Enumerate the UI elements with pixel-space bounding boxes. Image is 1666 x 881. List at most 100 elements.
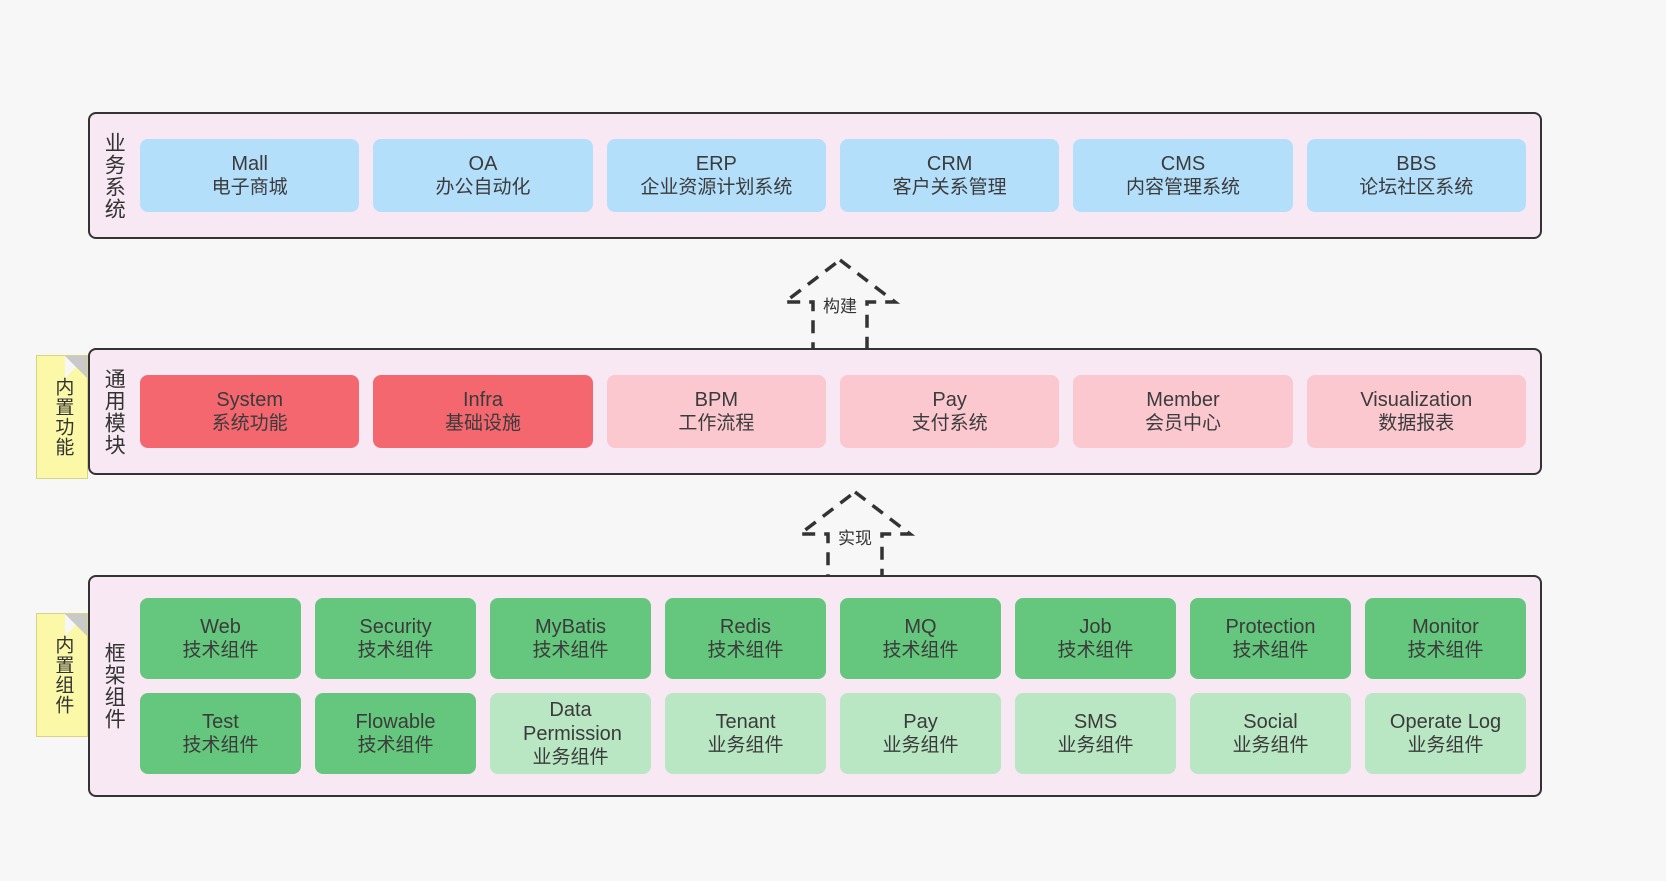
framework-cell-test[interactable]: Test 技术组件 [140,693,301,774]
business-cell-crm[interactable]: CRM 客户关系管理 [839,139,1060,212]
framework-cell-mq[interactable]: MQ 技术组件 [840,598,1001,679]
cell-name: Infra [462,388,503,411]
cell-name: Pay [932,388,967,411]
cell-desc: 业务组件 [882,735,959,757]
framework-cell-flowable[interactable]: Flowable 技术组件 [315,693,476,774]
business-cell-mall[interactable]: Mall 电子商城 [140,139,360,212]
cell-desc: 技术组件 [182,735,259,757]
module-cell-member[interactable]: Member 会员中心 [1073,375,1293,448]
cell-name: Member [1146,388,1220,411]
cell-name: Data Permission [523,698,622,745]
cell-name: System [216,388,283,411]
arrow-build: 构建 [755,256,925,356]
cell-desc: 论坛社区系统 [1359,177,1474,199]
framework-cell-social[interactable]: Social 业务组件 [1190,693,1351,774]
cell-name: CMS [1160,152,1206,175]
arrow-implement: 实现 [770,488,940,588]
framework-biz-row: Test 技术组件 Flowable 技术组件 Data Permission … [140,693,1526,774]
cell-name: MyBatis [534,615,607,638]
note-builtin-components: 内置组件 [36,613,88,737]
cell-name: Redis [719,615,772,638]
cell-desc: 技术组件 [182,640,259,662]
framework-cell-operate-log[interactable]: Operate Log 业务组件 [1365,693,1526,774]
framework-cell-web[interactable]: Web 技术组件 [140,598,301,679]
cell-desc: 办公自动化 [435,177,531,199]
business-cell-cms[interactable]: CMS 内容管理系统 [1073,139,1293,212]
business-cell-oa[interactable]: OA 办公自动化 [373,139,593,212]
cell-name: OA [468,152,498,175]
cell-desc: 技术组件 [357,735,434,757]
layer-business-systems: 业务系统 Mall 电子商城 OA 办公自动化 ERP 企业资源计划系统 CRM… [88,112,1542,239]
business-cell-erp[interactable]: ERP 企业资源计划系统 [606,139,826,212]
cell-name: Flowable [355,710,436,733]
cell-name: Social [1243,710,1298,733]
arrow-build-label: 构建 [823,297,857,316]
module-cell-pay[interactable]: Pay 支付系统 [839,375,1060,448]
layer-modules-title: 通用模块 [102,367,126,456]
cell-desc: 技术组件 [1057,640,1134,662]
business-cell-bbs[interactable]: BBS 论坛社区系统 [1306,139,1526,212]
framework-cell-data-permission[interactable]: Data Permission 业务组件 [490,693,651,774]
cell-name: Web [200,615,241,638]
module-cell-visualization[interactable]: Visualization 数据报表 [1306,375,1526,448]
module-cell-bpm[interactable]: BPM 工作流程 [606,375,826,448]
framework-cell-job[interactable]: Job 技术组件 [1015,598,1176,679]
framework-cell-redis[interactable]: Redis 技术组件 [665,598,826,679]
cell-name: MQ [904,615,937,638]
cell-name: Tenant [715,710,776,733]
note-fold-icon [65,356,87,378]
cell-desc: 业务组件 [1057,735,1134,757]
cell-desc: 业务组件 [707,735,784,757]
framework-cell-mybatis[interactable]: MyBatis 技术组件 [490,598,651,679]
framework-cell-security[interactable]: Security 技术组件 [315,598,476,679]
cell-name: Mall [231,152,268,175]
cell-name: ERP [695,152,737,175]
framework-cell-tenant[interactable]: Tenant 业务组件 [665,693,826,774]
layer-framework-title: 框架组件 [102,642,126,730]
module-cell-infra[interactable]: Infra 基础设施 [373,375,593,448]
arrow-implement-label: 实现 [838,529,872,548]
modules-cell-row: System 系统功能 Infra 基础设施 BPM 工作流程 Pay 支付系统… [140,375,1526,448]
layer-business-title: 业务系统 [102,131,126,220]
cell-desc: 工作流程 [678,413,755,435]
framework-cell-monitor[interactable]: Monitor 技术组件 [1365,598,1526,679]
cell-desc: 技术组件 [882,640,959,662]
cell-name: BPM [694,388,738,411]
cell-desc: 数据报表 [1378,413,1455,435]
cell-desc: 电子商城 [211,177,288,199]
cell-desc: 系统功能 [211,413,288,435]
cell-desc: 技术组件 [1407,640,1484,662]
cell-desc: 业务组件 [532,747,609,769]
cell-desc: 会员中心 [1144,413,1221,435]
note-label: 内置组件 [52,635,74,715]
framework-cell-sms[interactable]: SMS 业务组件 [1015,693,1176,774]
cell-name: CRM [926,152,973,175]
cell-name: SMS [1073,710,1118,733]
cell-name: Pay [903,710,938,733]
cell-name: Job [1079,615,1112,638]
cell-desc: 支付系统 [911,413,988,435]
layer-modules-body: System 系统功能 Infra 基础设施 BPM 工作流程 Pay 支付系统… [136,350,1540,473]
layer-framework-body: Web 技术组件 Security 技术组件 MyBatis 技术组件 Redi… [136,577,1540,795]
arrow-implement-icon [794,489,916,586]
cell-desc: 技术组件 [707,640,784,662]
layer-business-body: Mall 电子商城 OA 办公自动化 ERP 企业资源计划系统 CRM 客户关系… [136,114,1540,237]
framework-tech-row: Web 技术组件 Security 技术组件 MyBatis 技术组件 Redi… [140,598,1526,679]
note-label: 内置功能 [52,377,74,457]
cell-name: Operate Log [1389,710,1502,733]
cell-desc: 业务组件 [1232,735,1309,757]
business-cell-row: Mall 电子商城 OA 办公自动化 ERP 企业资源计划系统 CRM 客户关系… [140,139,1526,212]
module-cell-system[interactable]: System 系统功能 [140,375,360,448]
cell-desc: 技术组件 [1232,640,1309,662]
framework-cell-pay[interactable]: Pay 业务组件 [840,693,1001,774]
framework-cell-protection[interactable]: Protection 技术组件 [1190,598,1351,679]
note-builtin-features: 内置功能 [36,355,88,479]
cell-name: Visualization [1360,388,1473,411]
layer-common-modules: 通用模块 System 系统功能 Infra 基础设施 BPM 工作流程 Pay… [88,348,1542,475]
cell-desc: 基础设施 [444,413,521,435]
cell-name: Test [202,710,239,733]
cell-name: Security [359,615,432,638]
cell-desc: 内容管理系统 [1125,177,1240,199]
layer-framework-components: 框架组件 Web 技术组件 Security 技术组件 MyBatis 技术组件… [88,575,1542,797]
